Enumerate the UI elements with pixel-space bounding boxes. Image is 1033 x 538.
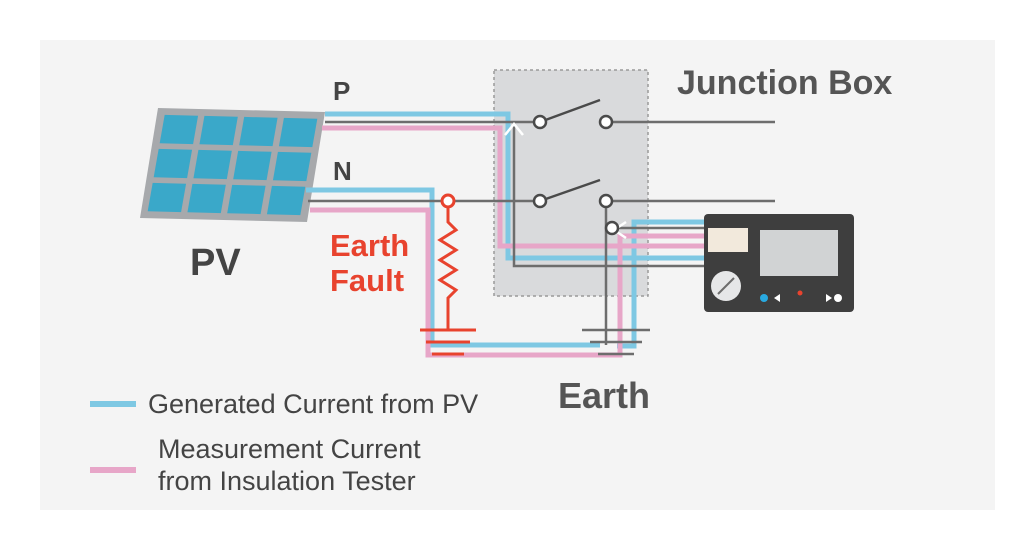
white-indicator-icon — [834, 294, 842, 302]
legend: Generated Current from PV Measurement Cu… — [90, 389, 478, 496]
label-earth: Earth — [558, 375, 650, 416]
legend-text-measurement-line2: from Insulation Tester — [158, 466, 416, 496]
pv-cell — [153, 148, 193, 179]
blue-indicator-icon — [760, 294, 768, 302]
legend-text-generated: Generated Current from PV — [148, 389, 478, 419]
junction-box — [493, 69, 649, 297]
tester-junction-contact — [604, 220, 620, 236]
power-dial-icon — [711, 271, 741, 301]
label-p: P — [333, 76, 350, 106]
pv-cell — [193, 149, 232, 180]
center-indicator-icon — [797, 290, 803, 296]
pv-cell — [227, 184, 266, 215]
switch-p-blade — [539, 98, 601, 124]
right-button-icon — [826, 294, 832, 302]
tester-display — [760, 230, 838, 276]
pv-cell — [159, 114, 199, 145]
earth-fault-node — [440, 193, 456, 209]
pv-cell — [278, 117, 318, 148]
pv-panel — [140, 108, 325, 222]
left-button-icon — [774, 294, 780, 302]
measurement-current-path — [310, 125, 706, 358]
label-earth-fault-line1: Earth — [330, 228, 409, 263]
pv-cell — [147, 182, 187, 213]
legend-text-measurement-line1: Measurement Current — [158, 434, 421, 464]
switch-p-right-contact — [598, 114, 614, 130]
switch-n-blade — [539, 178, 601, 203]
pv-cell — [239, 116, 278, 147]
pv-cell — [199, 115, 238, 146]
pv-cell — [187, 183, 226, 214]
label-n: N — [333, 156, 352, 186]
pv-cell — [266, 185, 306, 216]
wiring — [308, 120, 775, 356]
switch-p-left-contact — [532, 114, 548, 130]
label-junction-box: Junction Box — [677, 64, 892, 102]
switch-n-right-contact — [598, 193, 614, 209]
pv-cell — [233, 150, 272, 181]
earth-fault-path — [420, 193, 476, 356]
label-earth-fault-line2: Fault — [330, 263, 404, 298]
earth-fault-resistor — [437, 207, 459, 330]
pv-cells — [147, 114, 318, 216]
switches — [532, 98, 620, 236]
insulation-tester — [704, 214, 854, 312]
tester-terminal — [708, 228, 748, 252]
switch-n-left-contact — [532, 193, 548, 209]
pv-cell — [272, 151, 312, 182]
label-pv: PV — [190, 242, 241, 284]
